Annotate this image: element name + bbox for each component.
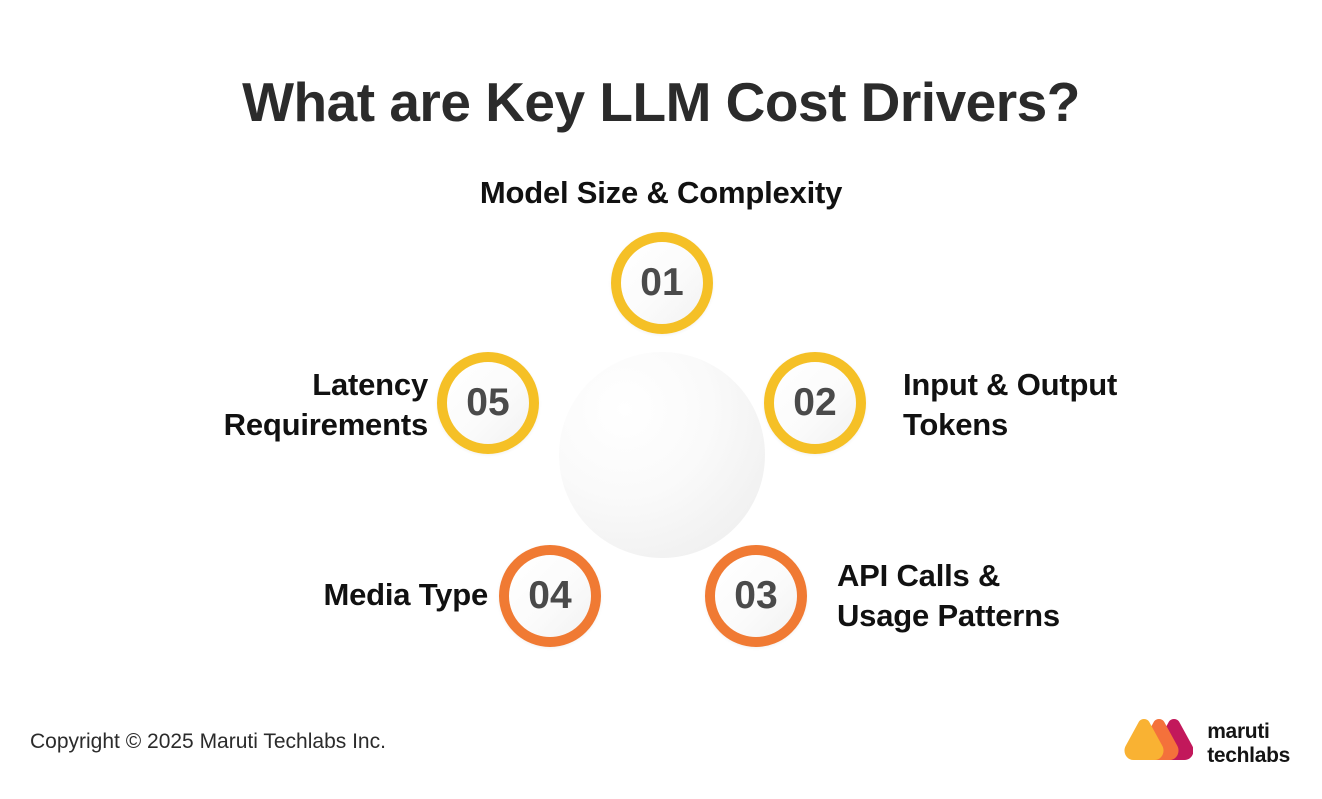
node-circle-04[interactable]: 04 (499, 545, 601, 647)
node-label-04-line1: Media Type (323, 577, 488, 612)
node-number-03: 03 (734, 574, 778, 617)
node-circle-05[interactable]: 05 (437, 352, 539, 454)
node-circle-03[interactable]: 03 (705, 545, 807, 647)
node-number-01: 01 (640, 261, 684, 304)
node-label-03: API Calls & Usage Patterns (837, 556, 1177, 637)
node-label-01: Model Size & Complexity (479, 175, 843, 210)
node-number-02: 02 (793, 381, 837, 424)
copyright-text: Copyright © 2025 Maruti Techlabs Inc. (30, 730, 386, 753)
node-number-04: 04 (528, 574, 572, 617)
logo-wordmark-line2: techlabs (1207, 743, 1290, 767)
page-title: What are Key LLM Cost Drivers? (242, 71, 1080, 133)
node-label-03-line2: Usage Patterns (837, 598, 1060, 634)
node-number-05: 05 (466, 381, 510, 424)
logo-wordmark-line1: maruti (1207, 719, 1270, 743)
node-circle-01[interactable]: 01 (611, 232, 713, 334)
node-label-05-line1: Latency (312, 367, 428, 402)
center-sphere-decoration (559, 352, 765, 558)
maruti-techlabs-logo: maruti techlabs (1117, 718, 1290, 769)
circular-diagram: 01 02 03 04 05 (437, 232, 866, 658)
node-label-03-line1: API Calls & (837, 558, 1001, 593)
node-label-04: Media Type (170, 575, 488, 615)
node-circle-02[interactable]: 02 (764, 352, 866, 454)
node-label-02-line1: Input & Output (903, 367, 1118, 402)
node-label-05: Latency Requirements (110, 365, 429, 446)
node-label-05-line2: Requirements (223, 407, 429, 443)
node-label-02: Input & Output Tokens (903, 365, 1233, 446)
node-label-02-line2: Tokens (903, 407, 1009, 443)
logo-mark-icon (1117, 718, 1194, 769)
logo-wordmark: maruti techlabs (1207, 720, 1290, 767)
